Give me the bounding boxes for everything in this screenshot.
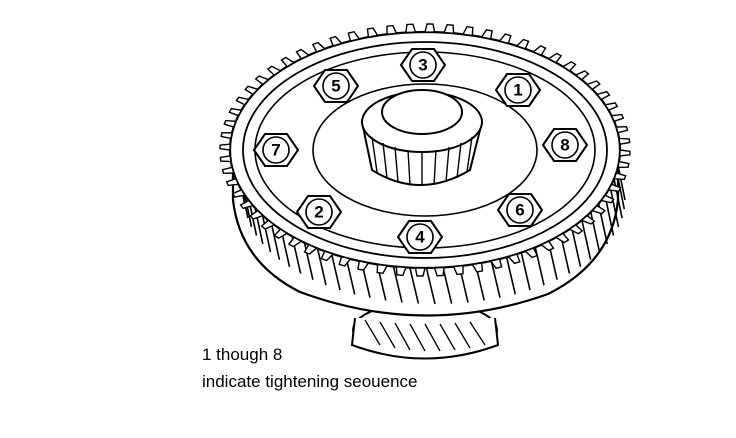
gear-tooth — [395, 265, 407, 277]
gear-tooth — [260, 219, 276, 230]
gear-tooth — [424, 23, 436, 33]
gear-tooth — [498, 33, 512, 45]
helical-tooth — [519, 246, 531, 291]
gear-tooth — [568, 224, 584, 235]
bolt-number: 2 — [314, 203, 323, 222]
gear-tooth — [303, 243, 319, 255]
gear-tooth — [295, 48, 311, 60]
gear-tooth — [523, 247, 539, 259]
gear-tooth — [561, 60, 577, 72]
bolt-1: 1 — [494, 73, 542, 107]
gear-tooth — [531, 45, 547, 57]
caption-line-1: 1 though 8 — [202, 345, 283, 364]
gear-tooth — [547, 52, 563, 64]
gear-tooth — [357, 260, 370, 271]
helical-tooth — [504, 251, 517, 295]
gear-tooth — [376, 263, 389, 275]
bolt-number: 3 — [418, 56, 427, 75]
gear-tooth — [311, 41, 327, 53]
pinion-gear-icon — [350, 301, 500, 360]
gear-tooth — [610, 113, 625, 123]
gear-tooth — [618, 137, 631, 146]
gear-tooth — [280, 56, 296, 68]
gear-tooth — [604, 102, 619, 112]
gear-tooth — [347, 31, 361, 42]
bearing-icon — [360, 89, 484, 186]
gear-tooth — [539, 240, 555, 252]
bolt-5: 5 — [312, 69, 360, 103]
gear-tooth — [249, 209, 265, 220]
gear-tooth — [607, 183, 622, 193]
gear-tooth — [515, 38, 530, 50]
gear-tooth — [225, 177, 240, 187]
gear-tooth — [507, 253, 521, 265]
bolt-number: 4 — [415, 228, 425, 247]
caption-line-2: indicate tightening seouence — [202, 372, 418, 391]
gear-tooth — [228, 107, 243, 117]
gear-tooth — [231, 188, 246, 198]
gear-tooth — [219, 143, 231, 151]
gear-tooth — [619, 149, 631, 157]
gear-tooth — [615, 125, 629, 134]
helical-tooth — [579, 214, 592, 260]
gear-tooth — [244, 85, 259, 96]
gear-tooth — [489, 258, 503, 269]
gear-tooth — [613, 172, 627, 181]
helical-tooth — [533, 241, 545, 286]
bolt-6: 6 — [496, 193, 544, 227]
gear-tooth — [287, 236, 303, 248]
bolt-number: 5 — [331, 77, 340, 96]
gear-tooth — [223, 119, 237, 128]
bolt-number: 7 — [271, 141, 280, 160]
gear-tooth — [329, 35, 343, 47]
gear-tooth — [414, 267, 426, 277]
bolt-number: 1 — [513, 81, 522, 100]
gear-tooth — [433, 266, 445, 277]
gear-tooth — [235, 96, 250, 106]
gear-tooth — [366, 27, 379, 38]
gear-tooth — [254, 75, 270, 86]
gear-tooth — [600, 194, 615, 204]
gear-tooth — [580, 214, 596, 225]
bolt-7: 7 — [252, 133, 300, 167]
gear-tooth — [220, 131, 233, 140]
gear-tooth — [386, 24, 398, 36]
gear-tooth — [405, 23, 417, 34]
bolt-number: 8 — [560, 136, 569, 155]
bolt-2: 2 — [295, 195, 343, 229]
gear-tooth — [585, 80, 601, 91]
gear-tooth — [239, 199, 255, 210]
gear-tooth — [480, 29, 493, 40]
gear-tooth — [595, 90, 611, 101]
gear-tooth — [221, 166, 235, 175]
bolt-number: 6 — [515, 201, 524, 220]
gear-tooth — [591, 204, 606, 215]
gear-tooth — [461, 25, 474, 37]
helical-tooth — [588, 205, 601, 253]
gear-tooth — [617, 160, 630, 169]
bolt-8: 8 — [541, 128, 589, 162]
gear-tooth — [273, 228, 289, 240]
gear-tooth — [338, 255, 352, 267]
gear-tooth — [443, 23, 455, 35]
gear-tooth — [471, 262, 484, 273]
gear-tooth — [219, 154, 232, 163]
gear-tooth — [320, 250, 335, 262]
gear-tooth — [574, 70, 590, 81]
gear-tooth — [266, 65, 282, 76]
bolt-4: 4 — [396, 220, 444, 254]
gear-tooth — [452, 264, 464, 276]
gear-tooth — [554, 232, 570, 244]
bolt-3: 3 — [399, 48, 447, 82]
